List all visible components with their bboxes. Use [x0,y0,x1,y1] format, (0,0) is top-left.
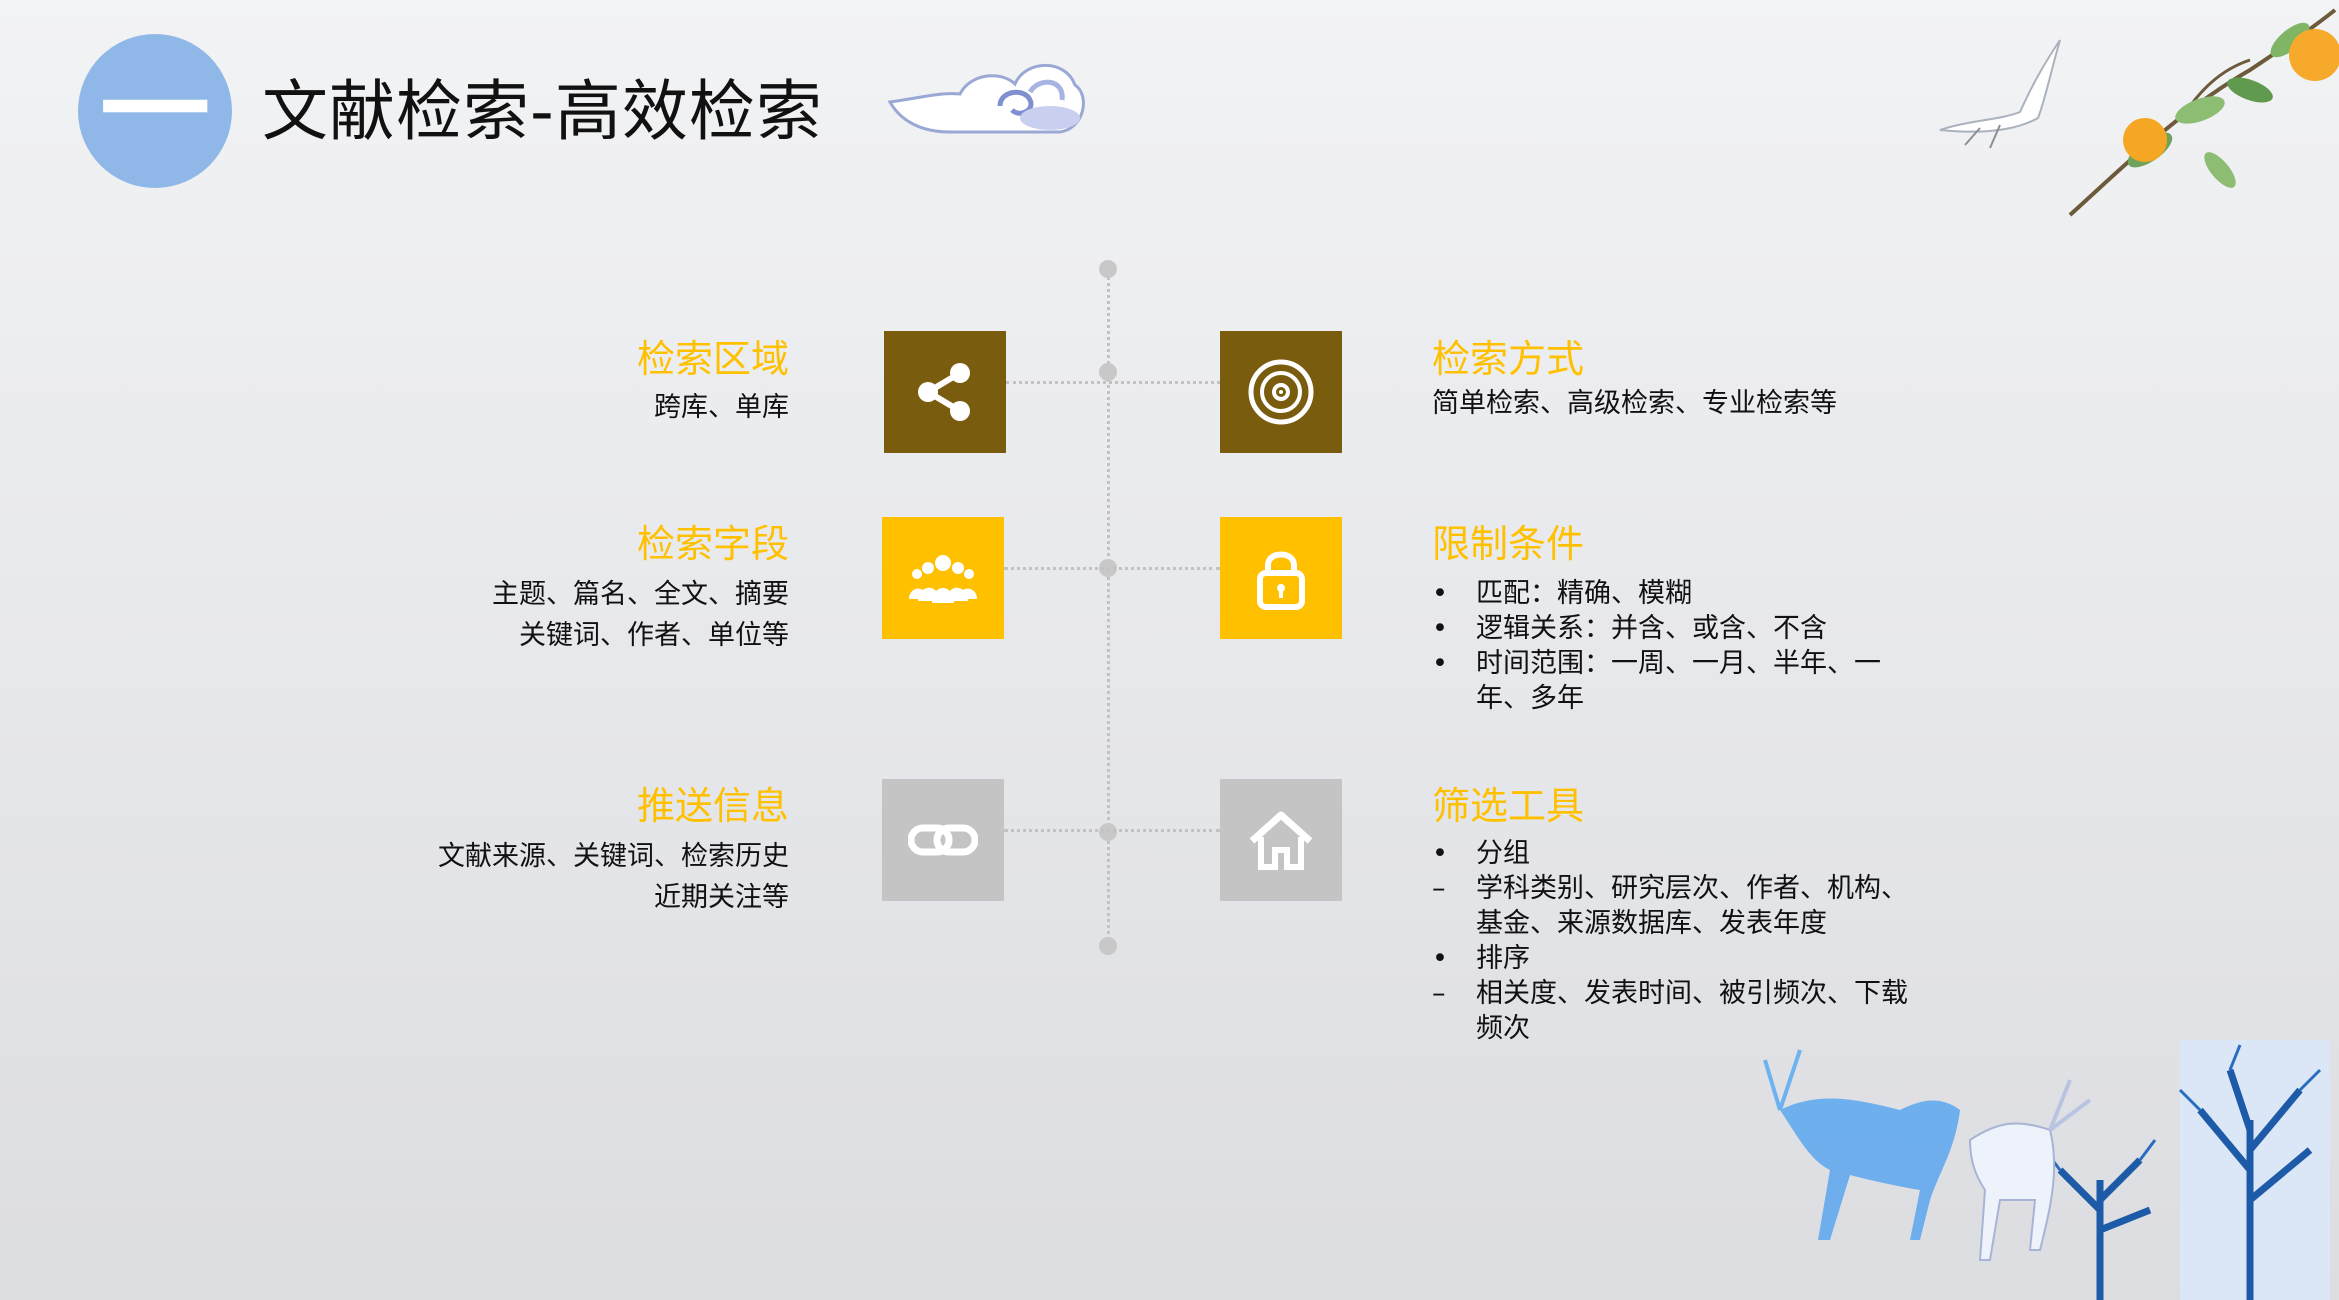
category-title: 检索区域 [636,337,789,381]
category-line: 主题、篇名、全文、摘要 [492,579,789,610]
section-number: 一 [100,47,210,175]
deer-trees-decoration [1763,1040,2330,1300]
disc-icon [1248,359,1314,425]
disc-icon-tile [1220,331,1342,453]
list-item: 基金、来源数据库、发表年度 [1476,908,1827,939]
home-icon-tile [1220,779,1342,901]
list-item: •分组 [1432,838,1530,869]
branch-bird-decoration [1939,8,2339,217]
category-line: 简单检索、高级检索、专业检索等 [1432,388,1837,419]
category-line: 近期关注等 [654,882,789,913]
timeline-node [1099,937,1117,955]
category-search-fields: 检索字段 主题、篇名、全文、摘要 关键词、作者、单位等 [492,513,789,656]
list-item: –相关度、发表时间、被引频次、下载 [1432,978,1908,1009]
connector-line [1004,829,1220,832]
category-title: 检索字段 [636,522,789,566]
timeline-axis [1107,270,1110,946]
category-title: 限制条件 [1432,522,1585,566]
category-restrictions: 限制条件 •匹配：精确、模糊 •逻辑关系：并含、或含、不含 •时间范围：一周、一… [1432,513,1881,716]
timeline-node [1099,363,1117,381]
category-filter-tools: 筛选工具 •分组 –学科类别、研究层次、作者、机构、 基金、来源数据库、发表年度… [1432,775,1908,1046]
list-item: •匹配：精确、模糊 [1432,578,1692,609]
section-number-badge: 一 [78,34,232,188]
share-icon [918,363,970,421]
category-push-info: 推送信息 文献来源、关键词、检索历史 近期关注等 [438,775,789,918]
list-item: •排序 [1432,943,1530,974]
group-icon [909,555,977,603]
lock-icon-tile [1220,517,1342,639]
list-item: 年、多年 [1476,683,1584,714]
category-line: 关键词、作者、单位等 [519,620,789,651]
list-item: •逻辑关系：并含、或含、不含 [1432,613,1827,644]
category-line: 跨库、单库 [654,392,789,423]
share-icon-tile [884,331,1006,453]
link-icon [908,824,978,856]
lock-icon [1257,551,1305,610]
category-line: 文献来源、关键词、检索历史 [438,841,789,872]
group-icon-tile [882,517,1004,639]
category-title: 推送信息 [636,784,789,828]
timeline-node [1099,260,1117,278]
category-title: 检索方式 [1432,337,1585,381]
category-search-area: 检索区域 跨库、单库 [637,328,789,428]
category-search-mode: 检索方式 简单检索、高级检索、专业检索等 [1432,328,1837,424]
list-item: •时间范围：一周、一月、半年、一 [1432,648,1881,679]
timeline-node [1099,823,1117,841]
home-icon [1249,811,1313,870]
list-item: –学科类别、研究层次、作者、机构、 [1432,873,1908,904]
connector-line [1006,381,1220,384]
link-icon-tile [882,779,1004,901]
connector-line [1004,567,1220,570]
category-title: 筛选工具 [1432,784,1585,828]
page-title: 文献检索-高效检索 [262,73,823,150]
list-item: 频次 [1476,1013,1530,1044]
cloud-decoration [887,63,1085,134]
